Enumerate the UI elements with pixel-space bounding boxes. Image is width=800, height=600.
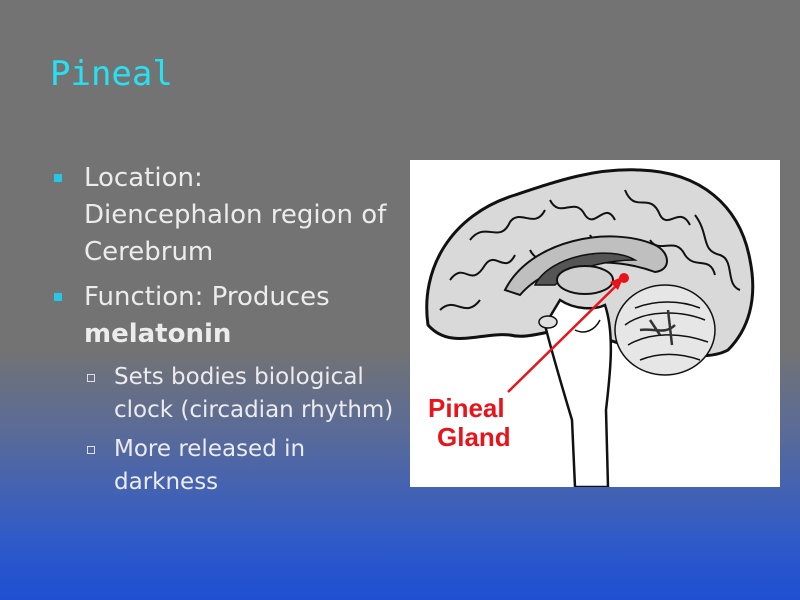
bullet-function: Function: Produces melatonin [54,279,399,353]
bullet-function-label: Function: Produces [84,282,330,312]
square-bullet-icon [54,174,62,182]
thalamus [556,265,614,295]
hollow-square-bullet-icon [87,374,95,382]
sub-bullet-darkness-text: More released in darkness [114,436,306,495]
sub-bullet-clock-text: Sets bodies biological clock (circadian … [114,364,394,423]
brainstem [543,298,613,487]
bullet-location-text: Diencephalon region of Cerebrum [84,200,387,267]
bullet-function-text: melatonin [84,319,232,349]
square-bullet-icon [54,293,62,301]
brain-figure: Pineal Gland [410,160,780,487]
slide-title: Pineal [50,54,173,94]
brain-illustration: Pineal Gland [425,168,755,487]
figure-label-line2: Gland [437,422,511,452]
pineal-arrowhead [610,276,624,290]
sub-bullet-clock: Sets bodies biological clock (circadian … [54,361,399,427]
bullet-location: Location: Diencephalon region of Cerebru… [54,160,399,271]
cerebellum [614,284,716,376]
hollow-square-bullet-icon [87,446,95,454]
bullet-list: Location: Diencephalon region of Cerebru… [54,160,399,505]
pineal-arrow [507,281,621,393]
bullet-location-label: Location: [84,163,203,193]
figure-label-line1: Pineal [428,393,505,423]
pituitary [538,315,558,329]
sub-bullet-darkness: More released in darkness [54,433,399,499]
